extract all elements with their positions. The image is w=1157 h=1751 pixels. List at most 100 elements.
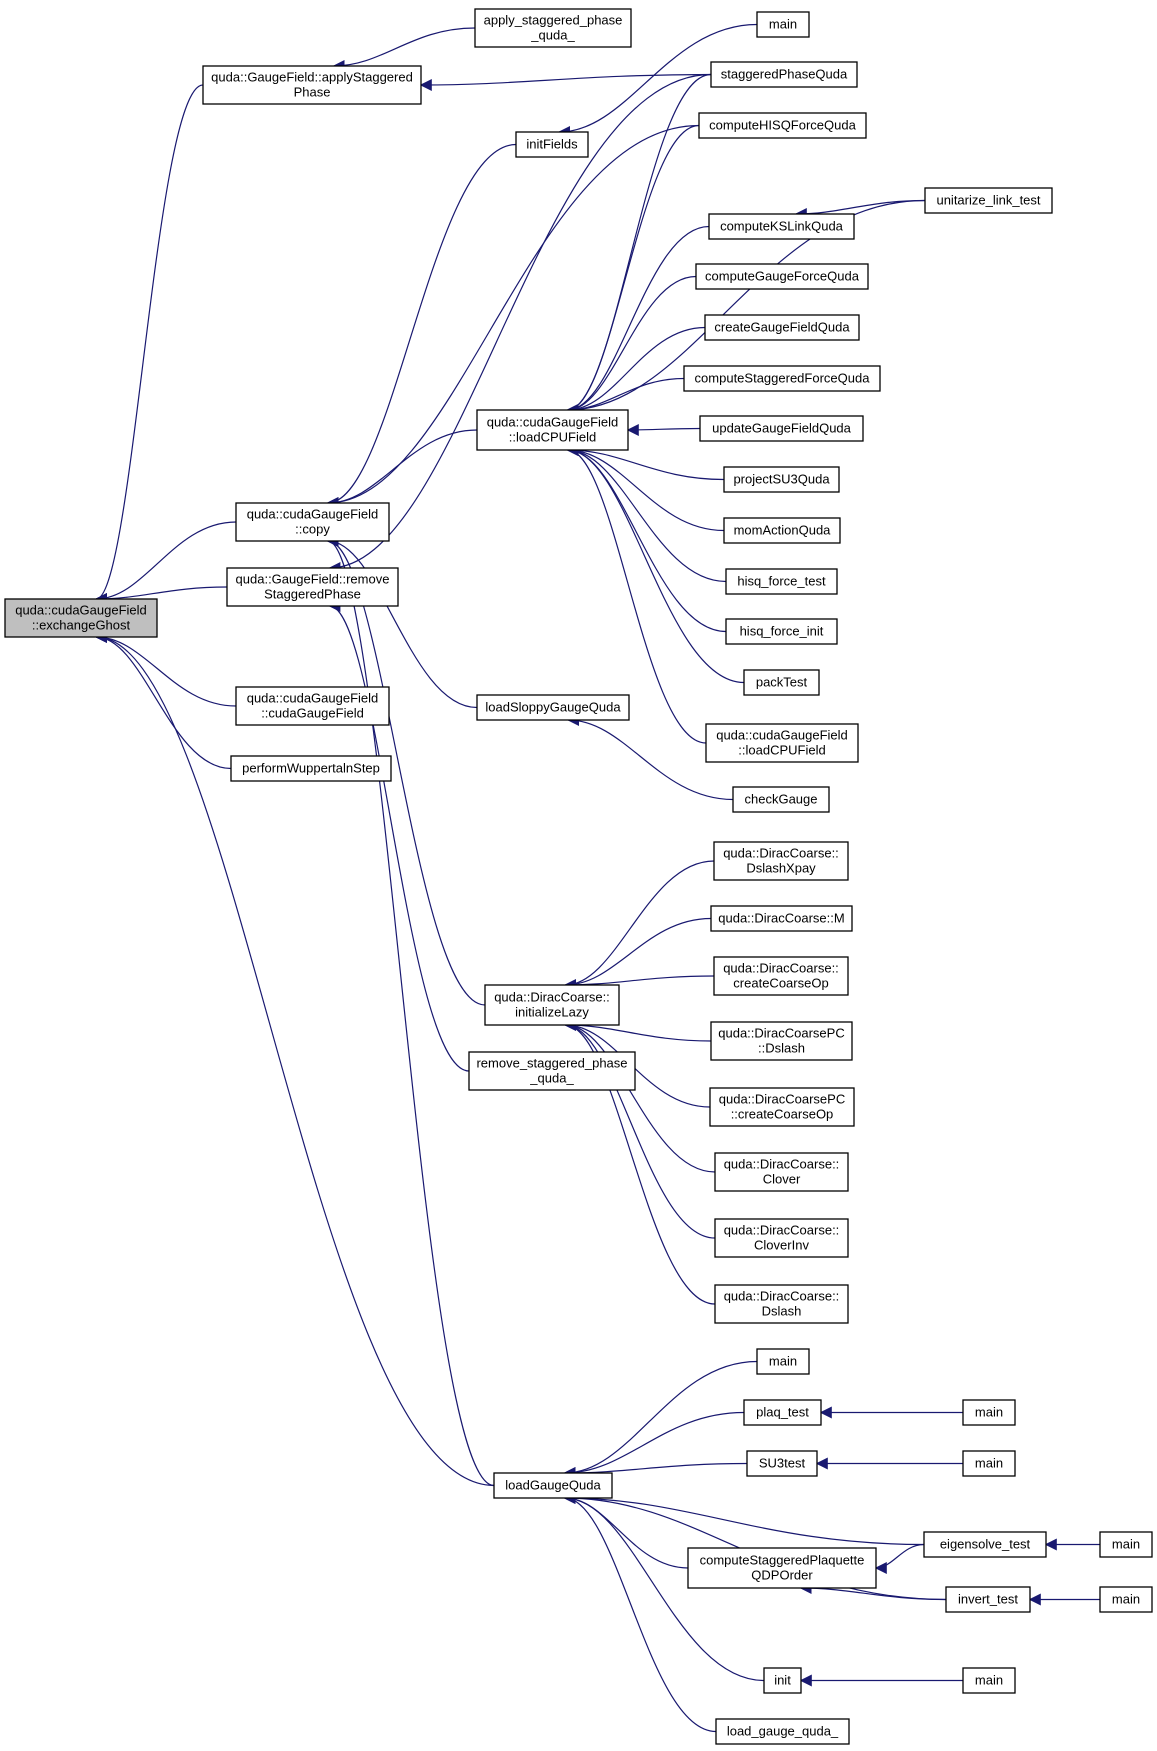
- node-updateGauge[interactable]: updateGaugeFieldQuda: [699, 415, 864, 442]
- edge-line: [566, 225, 710, 416]
- node-computeStagForce[interactable]: computeStaggeredForceQuda: [683, 365, 881, 392]
- node-dcCreate[interactable]: quda::DiracCoarse::createCoarseOp: [713, 956, 849, 996]
- edge-line: [566, 199, 926, 416]
- edge-hisqTest-to-loadCPU: [566, 444, 727, 583]
- edge-removeSP-to-root: [95, 586, 228, 605]
- node-unitarize[interactable]: unitarize_link_test: [924, 187, 1053, 214]
- node-loadCPU2[interactable]: quda::cudaGaugeField::loadCPUField: [705, 723, 859, 763]
- edge-applyStaggered-to-root: [95, 84, 204, 605]
- node-main6[interactable]: main: [1099, 1586, 1153, 1613]
- edge-initLazy-to-cgfCopy: [326, 535, 486, 1006]
- edge-line: [326, 535, 495, 1487]
- node-loadGauge[interactable]: loadGaugeQuda: [493, 1472, 613, 1499]
- node-label: ::createCoarseOp: [731, 1107, 834, 1122]
- node-removeSPq[interactable]: remove_staggered_phase_quda_: [468, 1051, 636, 1091]
- node-cgfCtor[interactable]: quda::cudaGaugeField::cudaGaugeField: [235, 686, 390, 726]
- node-computeKSLink[interactable]: computeKSLinkQuda: [708, 213, 855, 240]
- edge-line: [799, 1582, 947, 1601]
- node-label: momActionQuda: [734, 523, 832, 538]
- node-box: [714, 1152, 849, 1192]
- node-createGaugeField[interactable]: createGaugeFieldQuda: [704, 314, 860, 341]
- edge-dcClover-to-initLazy: [564, 1019, 716, 1173]
- node-cgfCopy[interactable]: quda::cudaGaugeField::copy: [235, 502, 390, 542]
- node-box: [725, 568, 838, 595]
- node-label: loadSloppyGaugeQuda: [485, 700, 621, 715]
- edge-line: [328, 600, 470, 1072]
- node-hisqTest[interactable]: hisq_force_test: [725, 568, 838, 595]
- node-main2[interactable]: main: [756, 1348, 810, 1375]
- edge-line: [566, 444, 727, 633]
- edge-line: [95, 631, 232, 770]
- node-loadSloppy[interactable]: loadSloppyGaugeQuda: [476, 694, 630, 721]
- node-su3test[interactable]: SU3test: [746, 1450, 818, 1477]
- node-packTest[interactable]: packTest: [743, 669, 820, 696]
- node-label: main: [975, 1405, 1003, 1420]
- node-box: [230, 755, 392, 782]
- edge-line: [563, 1492, 925, 1546]
- edge-momAction-to-loadCPU: [566, 444, 725, 532]
- node-eigensolve[interactable]: eigensolve_test: [923, 1531, 1047, 1558]
- node-box: [699, 415, 864, 442]
- node-momAction[interactable]: momActionQuda: [723, 517, 841, 544]
- edge-line: [563, 1360, 758, 1479]
- node-main5[interactable]: main: [1099, 1531, 1153, 1558]
- edge-line: [567, 714, 734, 801]
- edge-line: [564, 917, 712, 991]
- node-main3[interactable]: main: [962, 1399, 1016, 1426]
- edge-eigensolve-to-loadGauge: [563, 1492, 925, 1546]
- node-box: [732, 786, 830, 813]
- node-loadGaugeQ[interactable]: load_gauge_quda_: [715, 1718, 850, 1745]
- node-label: computeStaggeredPlaquette: [700, 1553, 865, 1568]
- node-main1[interactable]: main: [756, 11, 810, 38]
- node-main7[interactable]: main: [962, 1667, 1016, 1694]
- edge-line: [564, 1019, 716, 1173]
- node-label: quda::DiracCoarse::: [724, 1223, 840, 1238]
- node-box: [468, 1051, 636, 1091]
- node-dcCloverInv[interactable]: quda::DiracCoarse::CloverInv: [714, 1218, 849, 1258]
- node-label: invert_test: [958, 1592, 1018, 1607]
- node-main4[interactable]: main: [962, 1450, 1016, 1477]
- node-label: eigensolve_test: [940, 1537, 1031, 1552]
- node-label: loadGaugeQuda: [505, 1478, 601, 1493]
- node-initFields[interactable]: initFields: [515, 131, 589, 158]
- node-dslashXpay[interactable]: quda::DiracCoarse::DslashXpay: [713, 841, 849, 881]
- edge-updateGauge-to-loadCPU: [626, 423, 701, 436]
- node-staggeredPhaseQuda[interactable]: staggeredPhaseQuda: [710, 61, 858, 88]
- edge-line: [566, 444, 727, 583]
- node-dcM[interactable]: quda::DiracCoarse::M: [710, 905, 853, 932]
- node-dcDslash[interactable]: quda::DiracCoarse::Dslash: [714, 1284, 849, 1324]
- node-box: [4, 598, 158, 638]
- node-invert[interactable]: invert_test: [945, 1586, 1031, 1613]
- node-dcClover[interactable]: quda::DiracCoarse::Clover: [714, 1152, 849, 1192]
- node-dcpcDslash[interactable]: quda::DiracCoarsePC::Dslash: [710, 1021, 853, 1061]
- node-computeGaugeForce[interactable]: computeGaugeForceQuda: [695, 263, 869, 290]
- edge-plaq-to-loadGauge: [563, 1411, 745, 1479]
- node-label: main: [769, 1354, 797, 1369]
- node-plaq[interactable]: plaq_test: [743, 1399, 822, 1426]
- edge-loadCPU-to-cgfCopy: [326, 429, 478, 509]
- node-box: [705, 723, 859, 763]
- edge-computeHISQ-to-loadCPU: [566, 124, 700, 416]
- node-box: [723, 466, 840, 493]
- node-label: quda::DiracCoarse::: [724, 1289, 840, 1304]
- edge-line: [566, 444, 725, 532]
- node-computeHISQ[interactable]: computeHISQForceQuda: [698, 112, 867, 139]
- node-box: [476, 409, 629, 451]
- edge-line: [566, 326, 706, 416]
- node-init[interactable]: init: [763, 1667, 802, 1694]
- node-hisqInit[interactable]: hisq_force_init: [725, 618, 838, 645]
- node-apply_sp[interactable]: apply_staggered_phase_quda_: [474, 8, 632, 48]
- node-projectSU3[interactable]: projectSU3Quda: [723, 466, 840, 493]
- node-initLazy[interactable]: quda::DiracCoarse::initializeLazy: [484, 984, 620, 1026]
- node-dcpcCreate[interactable]: quda::DiracCoarsePC::createCoarseOp: [709, 1087, 855, 1127]
- node-label: performWuppertalnStep: [242, 761, 380, 776]
- node-checkGauge[interactable]: checkGauge: [732, 786, 830, 813]
- edge-line: [326, 124, 700, 509]
- node-loadCPU[interactable]: quda::cudaGaugeField::loadCPUField: [476, 409, 629, 451]
- node-wuppertal[interactable]: performWuppertalnStep: [230, 755, 392, 782]
- node-box: [687, 1547, 877, 1589]
